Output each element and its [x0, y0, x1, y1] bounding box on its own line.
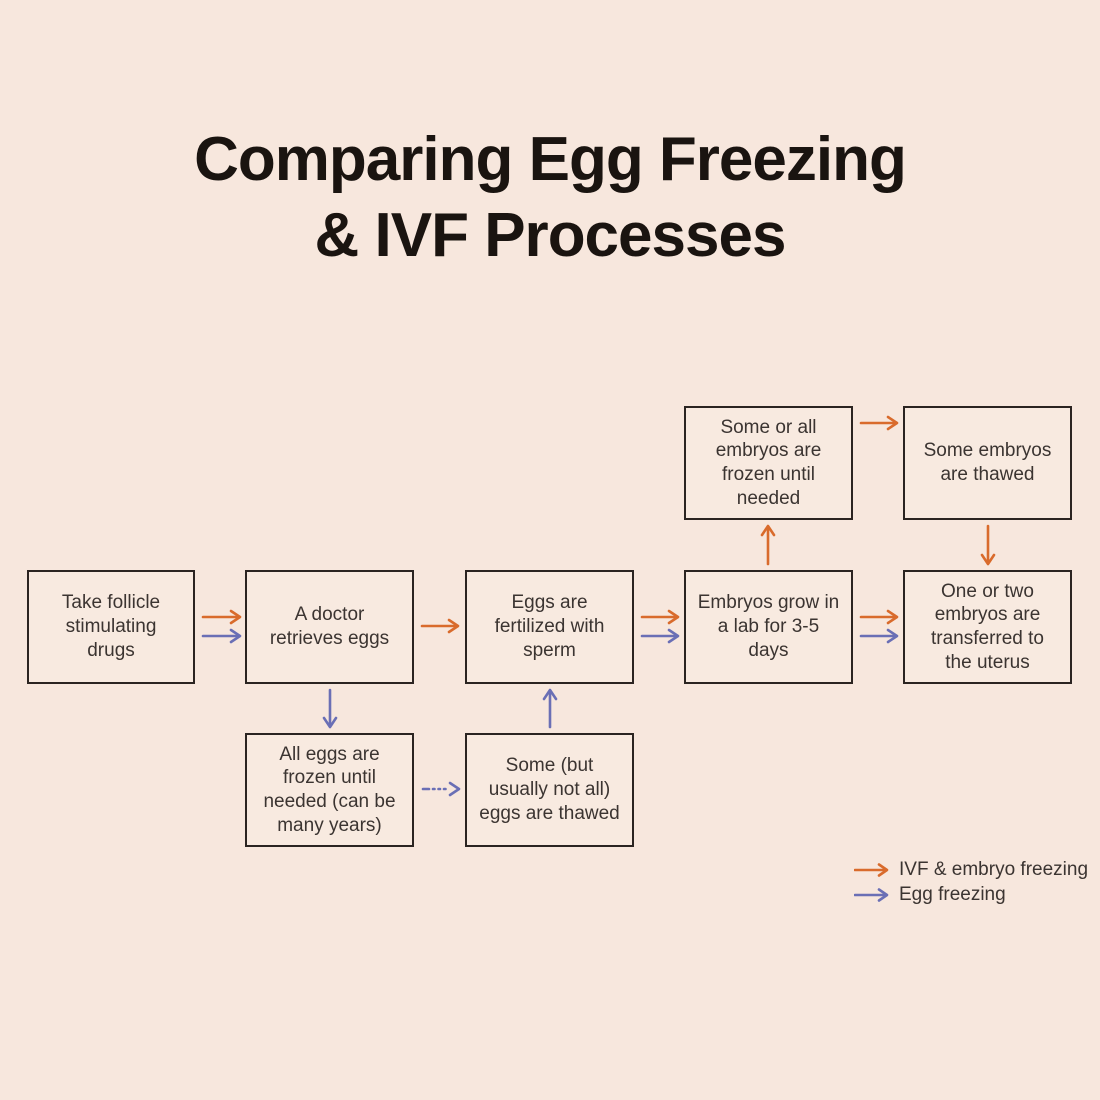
box-embryos-transferred: One or two embryos are transferred to th… [903, 570, 1072, 684]
box-doctor-retrieves-eggs-label: A doctor retrieves eggs [269, 604, 390, 649]
box-take-follicle-drugs: Take follicle stimulating drugs [27, 570, 195, 684]
arrow-retrieve-to-fertilized-ivf-icon [420, 618, 460, 634]
box-embryos-transferred-label: One or two embryos are transferred to th… [931, 580, 1044, 673]
arrow-follicle-to-retrieve-egg-icon [201, 628, 242, 644]
page-title-line-1: Comparing Egg Freezing [194, 125, 907, 194]
box-eggs-thawed-label: Some (but usually not all) eggs are thaw… [479, 755, 620, 824]
box-take-follicle-drugs-label: Take follicle stimulating drugs [61, 592, 161, 661]
legend: IVF & embryo freezing Egg freezing [854, 857, 1088, 907]
legend-item-egg: Egg freezing [854, 882, 1088, 907]
arrow-fertilized-to-grow-ivf-icon [640, 609, 680, 625]
box-embryos-grow-label: Embryos grow in a lab for 3-5 days [697, 592, 840, 661]
box-doctor-retrieves-eggs: A doctor retrieves eggs [245, 570, 414, 684]
box-eggs-frozen: All eggs are frozen until needed (can be… [245, 733, 414, 847]
legend-egg-label: Egg freezing [899, 883, 1006, 905]
box-eggs-frozen-label: All eggs are frozen until needed (can be… [263, 743, 396, 836]
arrow-retrieve-to-eggs-frozen-egg-icon [322, 688, 338, 729]
arrow-eggs-frozen-to-thawed-egg-dotted-icon [421, 781, 461, 797]
arrow-grow-to-transfer-ivf-icon [859, 609, 899, 625]
page-title-line-2: & IVF Processes [314, 200, 787, 270]
box-embryos-thawed-label: Some embryos are thawed [923, 440, 1052, 485]
arrow-follicle-to-retrieve-ivf-icon [201, 609, 242, 625]
legend-ivf-label: IVF & embryo freezing [899, 858, 1089, 880]
box-embryos-frozen-label: Some or all embryos are frozen until nee… [715, 416, 822, 509]
arrow-fertilized-to-grow-egg-icon [640, 628, 680, 644]
box-eggs-fertilized: Eggs are fertilized with sperm [465, 570, 634, 684]
arrow-grow-to-transfer-egg-icon [859, 628, 899, 644]
box-embryos-frozen: Some or all embryos are frozen until nee… [684, 406, 853, 520]
page-title: Comparing Egg Freezing & IVF Processes [0, 122, 1100, 273]
arrow-embryos-frozen-to-thawed-ivf-icon [859, 415, 899, 431]
arrow-grow-to-embryos-frozen-ivf-icon [760, 524, 776, 566]
legend-egg-arrow-icon [854, 887, 889, 902]
box-eggs-thawed: Some (but usually not all) eggs are thaw… [465, 733, 634, 847]
legend-ivf-arrow-icon [854, 862, 889, 877]
box-eggs-fertilized-label: Eggs are fertilized with sperm [494, 592, 605, 661]
legend-item-ivf: IVF & embryo freezing [854, 857, 1088, 882]
box-embryos-thawed: Some embryos are thawed [903, 406, 1072, 520]
arrow-embryos-thawed-to-transfer-ivf-icon [980, 524, 996, 566]
box-embryos-grow: Embryos grow in a lab for 3-5 days [684, 570, 853, 684]
arrow-eggs-thawed-to-fertilized-egg-icon [542, 688, 558, 729]
